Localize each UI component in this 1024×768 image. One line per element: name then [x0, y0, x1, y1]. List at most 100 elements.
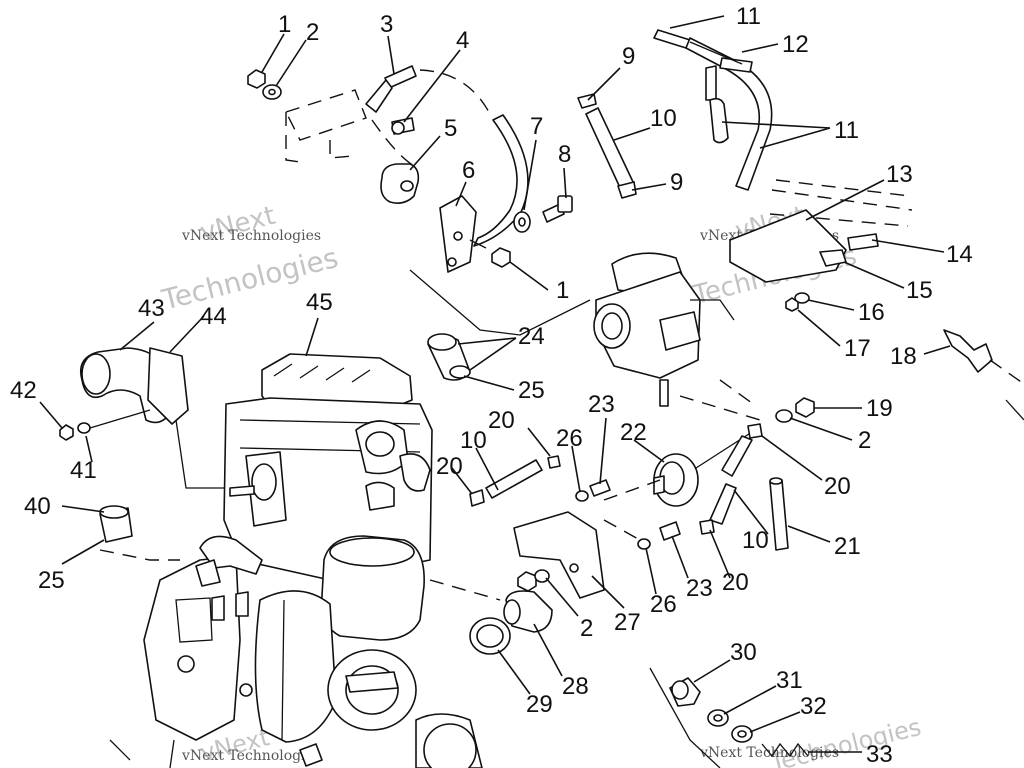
callout-2: 2: [306, 19, 319, 46]
fitting-18: [943, 329, 1024, 421]
callout-20: 20: [488, 407, 515, 434]
callout-10: 10: [742, 527, 769, 554]
clamp-29: [469, 617, 511, 655]
nut-42: [59, 424, 74, 441]
callout-12: 12: [782, 31, 809, 58]
fuel-pump-28: [503, 590, 553, 633]
hose-10-right: [709, 435, 753, 525]
callout-7: 7: [530, 113, 543, 140]
svg-text:vNext Technologies: vNext Technologies: [181, 748, 321, 764]
callout-28: 28: [562, 673, 589, 700]
clamp-20-lower: [699, 519, 715, 535]
callout-23: 23: [686, 575, 713, 602]
callout-9: 9: [622, 43, 635, 70]
callout-11: 11: [834, 117, 859, 144]
callout-33: 33: [866, 741, 893, 768]
callout-19: 19: [866, 395, 893, 422]
callout-15: 15: [906, 277, 933, 304]
callout-26: 26: [650, 591, 677, 618]
washer-2: [262, 84, 282, 100]
callout-20: 20: [722, 569, 749, 596]
washer-41: [77, 422, 91, 434]
callout-labels: 1 2 3 4 5 6 7 8 9 9 10 11 12 11 13 14 15…: [10, 3, 973, 768]
callout-10: 10: [460, 427, 487, 454]
stud-3: [365, 65, 417, 113]
fuel-filter-22: [653, 431, 753, 507]
frame-mount-bracket: [285, 69, 493, 169]
washer-26-upper: [575, 490, 589, 502]
washer-7: [513, 211, 531, 233]
callout-30: 30: [730, 639, 757, 666]
washer-31: [707, 709, 729, 727]
nut-1: [247, 69, 266, 89]
leader-lines: [39, 15, 951, 753]
callout-1: 1: [278, 11, 291, 38]
callout-32: 32: [800, 693, 827, 720]
vent-line-11: [653, 29, 773, 191]
callout-20: 20: [436, 453, 463, 480]
callout-8: 8: [558, 141, 571, 168]
callout-1: 1: [556, 277, 569, 304]
callout-3: 3: [380, 11, 393, 38]
bolt-4: [391, 117, 415, 135]
clamp-9-lower: [617, 181, 637, 199]
callout-23: 23: [588, 391, 615, 418]
svg-text:vNext Technologies: vNext Technologies: [181, 228, 321, 244]
carburetor: [593, 252, 735, 407]
washer-26-lower: [637, 538, 651, 550]
clamp-9-upper: [577, 93, 597, 109]
screw-14: [847, 233, 879, 251]
gasket-44: [147, 347, 189, 425]
callout-17: 17: [844, 335, 871, 362]
screw-23-lower: [659, 521, 681, 541]
callout-41: 41: [70, 457, 97, 484]
rubber-mount-5: [380, 163, 420, 204]
callout-26: 26: [556, 425, 583, 452]
callout-24: 24: [518, 323, 545, 350]
callout-20: 20: [824, 473, 851, 500]
bolt-8: [542, 195, 573, 223]
callout-25: 25: [518, 377, 545, 404]
nut-17: [785, 297, 799, 312]
hose-10-upper: [585, 107, 635, 193]
nut-2-lower: [517, 571, 537, 592]
clamp-20-left: [469, 489, 485, 507]
callout-42: 42: [10, 377, 37, 404]
nut-1-lower: [491, 247, 511, 268]
callout-16: 16: [858, 299, 885, 326]
callout-9: 9: [670, 169, 683, 196]
clamp-25-upper: [449, 365, 471, 379]
callout-43: 43: [138, 295, 165, 322]
callout-2: 2: [858, 427, 871, 454]
spring-33: [761, 742, 809, 758]
callout-22: 22: [620, 419, 647, 446]
airbox-bracket-13: [729, 179, 913, 283]
callout-2: 2: [580, 615, 593, 642]
washer-2-right: [775, 409, 793, 423]
throttle-cable: [473, 114, 529, 247]
callout-5: 5: [444, 115, 457, 142]
washer-16: [794, 292, 810, 304]
callout-31: 31: [776, 667, 803, 694]
callout-27: 27: [614, 609, 641, 636]
callout-13: 13: [886, 161, 913, 188]
cap-40: [99, 505, 133, 543]
callout-6: 6: [462, 157, 475, 184]
hose-21: [769, 477, 789, 551]
bracket-27: [513, 511, 605, 599]
callout-4: 4: [456, 27, 469, 54]
callout-21: 21: [834, 533, 861, 560]
clamp-20-right: [747, 423, 763, 439]
callout-25: 25: [38, 567, 65, 594]
nut-19: [795, 397, 815, 418]
callout-14: 14: [946, 241, 973, 268]
bracket-6: [439, 195, 477, 273]
callout-11: 11: [736, 3, 761, 30]
washer-32: [731, 725, 753, 743]
callout-10: 10: [650, 105, 677, 132]
callout-29: 29: [526, 691, 553, 718]
hose-10-middle: [485, 459, 543, 499]
callout-45: 45: [306, 289, 333, 316]
callout-40: 40: [24, 493, 51, 520]
